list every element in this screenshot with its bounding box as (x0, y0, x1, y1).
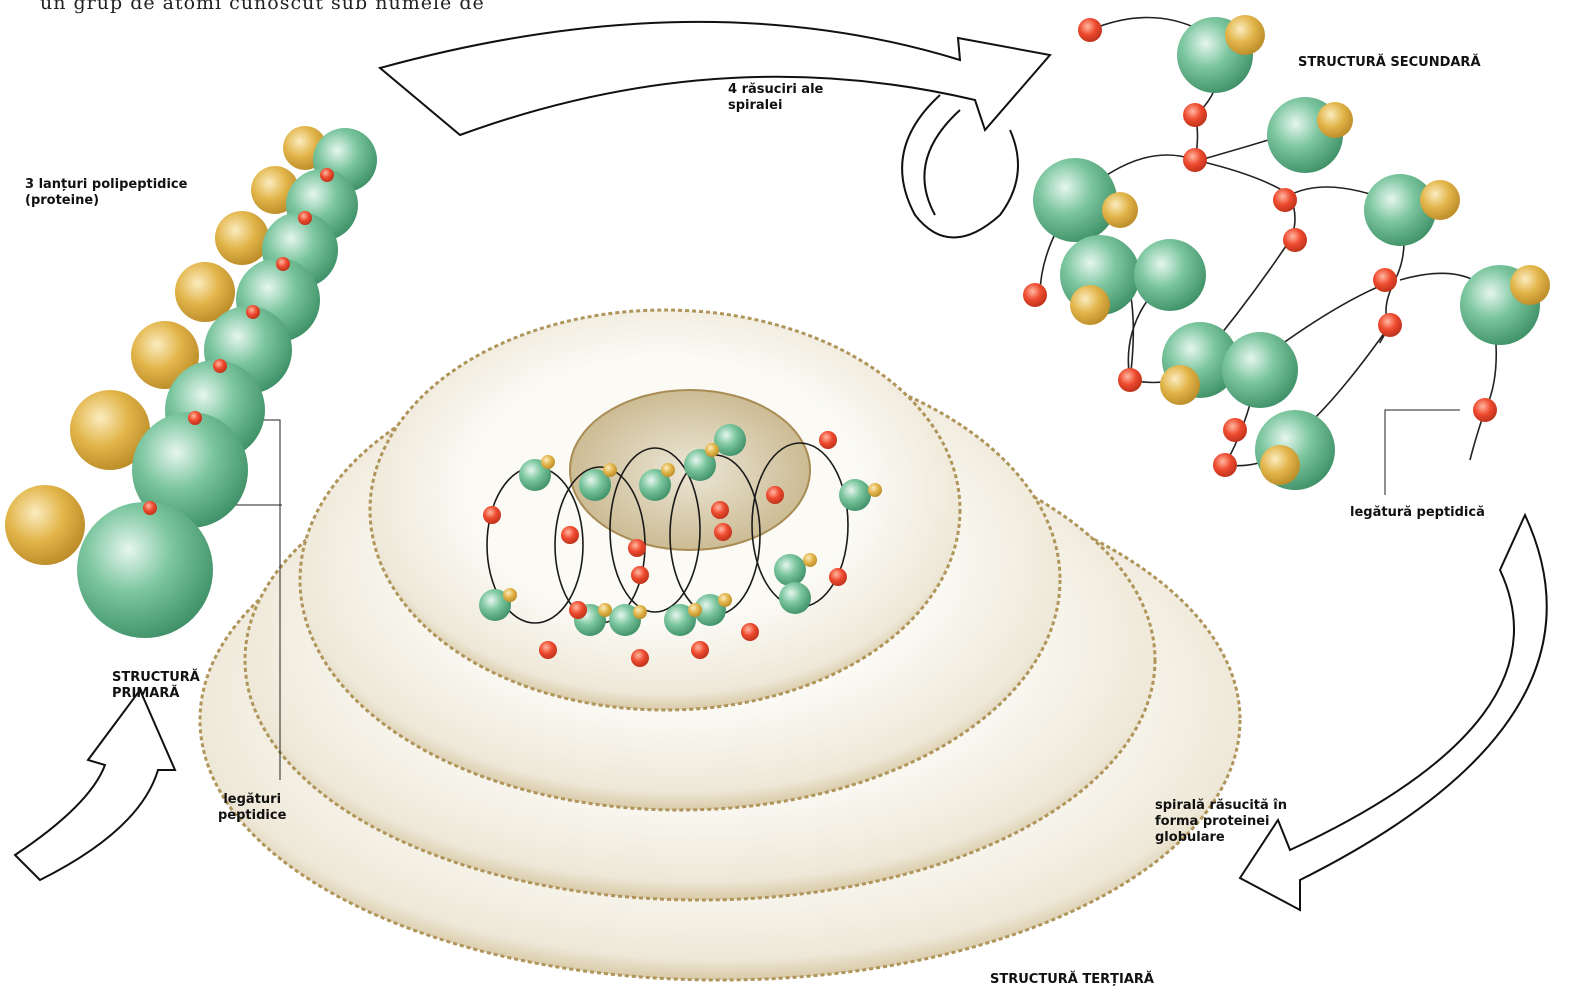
red-atom (711, 501, 729, 519)
green-atom (77, 502, 213, 638)
yellow-atom (1102, 192, 1138, 228)
label-helix-twists: 4 răsuciri ale spiralei (728, 82, 823, 114)
yellow-atom (688, 603, 702, 617)
red-atom (1473, 398, 1497, 422)
red-atom (1273, 188, 1297, 212)
yellow-atom (541, 455, 555, 469)
yellow-atom (5, 485, 85, 565)
tertiary-coil (200, 310, 1240, 980)
yellow-atom (503, 588, 517, 602)
red-atom (1183, 148, 1207, 172)
yellow-atom (1510, 265, 1550, 305)
red-atom (569, 601, 587, 619)
red-atom (276, 257, 290, 271)
yellow-atom (603, 463, 617, 477)
yellow-atom (633, 605, 647, 619)
yellow-atom (598, 603, 612, 617)
top-page-text: un grup de atomi cunoscut sub numele de (40, 0, 485, 14)
red-atom (766, 486, 784, 504)
red-atom (188, 411, 202, 425)
red-atom (691, 641, 709, 659)
red-atom (143, 501, 157, 515)
red-atom (819, 431, 837, 449)
yellow-atom (661, 463, 675, 477)
red-atom (483, 506, 501, 524)
yellow-atom (868, 483, 882, 497)
red-atom (1223, 418, 1247, 442)
yellow-atom (1225, 15, 1265, 55)
green-atom (774, 554, 806, 586)
green-atom (1033, 158, 1117, 242)
red-atom (320, 168, 334, 182)
red-atom (1183, 103, 1207, 127)
yellow-atom (1420, 180, 1460, 220)
red-atom (741, 623, 759, 641)
yellow-atom (215, 211, 269, 265)
red-atom (1118, 368, 1142, 392)
green-atom (1222, 332, 1298, 408)
yellow-atom (1260, 445, 1300, 485)
arrow-primary-to-secondary (380, 22, 1050, 238)
red-atom (213, 359, 227, 373)
red-atom (1023, 283, 1047, 307)
red-atom (829, 568, 847, 586)
green-atom (1134, 239, 1206, 311)
arrow-into-primary (15, 690, 175, 880)
red-atom (539, 641, 557, 659)
red-atom (714, 523, 732, 541)
label-polypeptide-chains: 3 lanțuri polipeptidice (proteine) (25, 177, 187, 209)
arrow-secondary-to-tertiary (1240, 515, 1547, 910)
green-atom (779, 582, 811, 614)
red-atom (246, 305, 260, 319)
label-primary-structure: STRUCTURĂ PRIMARĂ (112, 670, 200, 702)
yellow-atom (1317, 102, 1353, 138)
red-atom (1373, 268, 1397, 292)
red-atom (298, 211, 312, 225)
label-secondary-structure: STRUCTURĂ SECUNDARĂ (1298, 55, 1481, 71)
red-atom (1283, 228, 1307, 252)
green-atom (839, 479, 871, 511)
yellow-atom (1070, 285, 1110, 325)
yellow-atom (718, 593, 732, 607)
yellow-atom (705, 443, 719, 457)
yellow-atom (1160, 365, 1200, 405)
label-globular-protein: spirală răsucită în forma proteinei glob… (1155, 798, 1287, 846)
bond-line (1470, 330, 1496, 460)
secondary-structure-helix (1023, 15, 1550, 490)
label-peptide-bond: legătură peptidică (1350, 505, 1485, 521)
red-atom (628, 539, 646, 557)
bond-line (1090, 18, 1200, 31)
red-atom (1378, 313, 1402, 337)
label-peptide-bonds: legături peptidice (218, 792, 286, 824)
label-tertiary-structure: STRUCTURĂ TERȚIARĂ (990, 972, 1154, 988)
red-atom (631, 566, 649, 584)
red-atom (561, 526, 579, 544)
red-atom (1078, 18, 1102, 42)
yellow-atom (803, 553, 817, 567)
red-atom (1213, 453, 1237, 477)
red-atom (631, 649, 649, 667)
